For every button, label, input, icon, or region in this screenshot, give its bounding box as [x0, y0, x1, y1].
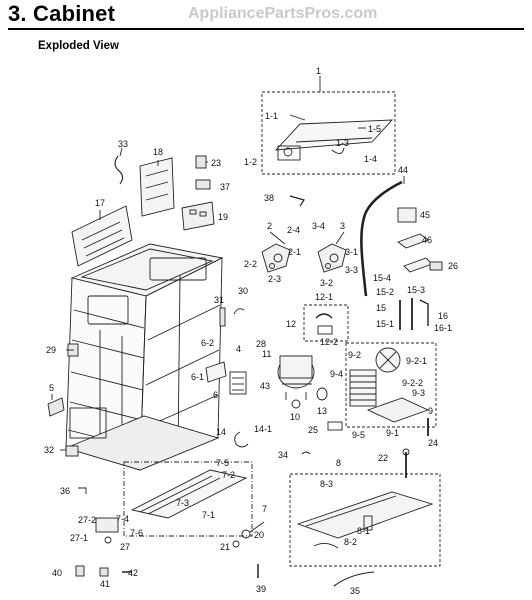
- callout-7-6: 7-6: [130, 528, 143, 538]
- callout-22: 22: [378, 453, 388, 463]
- callout-31: 31: [214, 295, 224, 305]
- callout-5: 5: [49, 383, 54, 393]
- callout-8-1: 8-1: [357, 526, 370, 536]
- callout-17: 17: [95, 198, 105, 208]
- callout-15-4: 15-4: [373, 273, 391, 283]
- watermark: AppliancePartsPros.com: [188, 5, 378, 22]
- callout-21: 21: [220, 542, 230, 552]
- callout-28: 28: [256, 339, 266, 349]
- callout-7-3: 7-3: [176, 498, 189, 508]
- callout-18: 18: [153, 147, 163, 157]
- callout-14: 14: [216, 427, 226, 437]
- callout-3-3: 3-3: [345, 265, 358, 275]
- callout-2: 2: [267, 221, 272, 231]
- callout-14-1: 14-1: [254, 424, 272, 434]
- callout-44: 44: [398, 165, 408, 175]
- callout-37: 37: [220, 182, 230, 192]
- callout-16: 16: [438, 311, 448, 321]
- callout-2-3: 2-3: [268, 274, 281, 284]
- callout-9-3: 9-3: [412, 388, 425, 398]
- callout-6-1: 6-1: [191, 372, 204, 382]
- part-12-group-box: [303, 304, 349, 342]
- part-8-group-box: [289, 473, 441, 567]
- callout-2-4: 2-4: [287, 225, 300, 235]
- callout-23: 23: [211, 158, 221, 168]
- callout-12: 12: [286, 319, 296, 329]
- callout-9-1: 9-1: [386, 428, 399, 438]
- callout-35: 35: [350, 586, 360, 596]
- callout-6-2: 6-2: [201, 338, 214, 348]
- callout-3-4: 3-4: [312, 221, 325, 231]
- callout-46: 46: [422, 235, 432, 245]
- callout-8: 8: [336, 458, 341, 468]
- callout-40: 40: [52, 568, 62, 578]
- callout-8-2: 8-2: [344, 537, 357, 547]
- callout-15-1: 15-1: [376, 319, 394, 329]
- callout-7-4: 7-4: [116, 514, 129, 524]
- callout-9-2-1: 9-2-1: [406, 356, 427, 366]
- callout-36: 36: [60, 486, 70, 496]
- callout-27-2: 27-2: [78, 515, 96, 525]
- callout-2-2: 2-2: [244, 259, 257, 269]
- cabinet-body: [64, 243, 224, 471]
- callout-7-2: 7-2: [222, 470, 235, 480]
- title-rule: [8, 28, 524, 30]
- callout-3-1: 3-1: [345, 247, 358, 257]
- callout-9: 9: [428, 406, 433, 416]
- callout-2-1: 2-1: [288, 247, 301, 257]
- callout-38: 38: [264, 193, 274, 203]
- view-title: Exploded View: [38, 40, 119, 52]
- callout-32: 32: [44, 445, 54, 455]
- callout-1-5: 1-5: [368, 124, 381, 134]
- part-9-group-box: [345, 342, 437, 428]
- callout-15: 15: [376, 303, 386, 313]
- callout-7-5: 7-5: [216, 458, 229, 468]
- callout-9-2: 9-2: [348, 350, 361, 360]
- callout-26: 26: [448, 261, 458, 271]
- callout-1: 1: [316, 66, 321, 76]
- callout-27-1: 27-1: [70, 533, 88, 543]
- callout-3-2: 3-2: [320, 278, 333, 288]
- callout-12-1: 12-1: [315, 292, 333, 302]
- callout-1-1: 1-1: [265, 111, 278, 121]
- callout-4: 4: [236, 344, 241, 354]
- callout-7-1: 7-1: [202, 510, 215, 520]
- callout-16-1: 16-1: [434, 323, 452, 333]
- callout-29: 29: [46, 345, 56, 355]
- callout-8-3: 8-3: [320, 479, 333, 489]
- callout-1-4: 1-4: [364, 154, 377, 164]
- callout-10: 10: [290, 412, 300, 422]
- callout-34: 34: [278, 450, 288, 460]
- callout-19: 19: [218, 212, 228, 222]
- callout-42: 42: [128, 568, 138, 578]
- part-1-group-box: [261, 91, 396, 175]
- callout-13: 13: [317, 406, 327, 416]
- callout-9-4: 9-4: [330, 369, 343, 379]
- callout-6: 6: [213, 390, 218, 400]
- part-7-group-box: [123, 461, 253, 537]
- callout-30: 30: [238, 286, 248, 296]
- callout-3: 3: [340, 221, 345, 231]
- callout-1-3: 1-3: [336, 138, 349, 148]
- callout-7: 7: [262, 504, 267, 514]
- section-title: 3. Cabinet: [8, 1, 116, 26]
- callout-41: 41: [100, 579, 110, 589]
- callout-45: 45: [420, 210, 430, 220]
- callout-11: 11: [262, 349, 271, 359]
- callout-20: 20: [254, 530, 264, 540]
- callout-1-2: 1-2: [244, 157, 257, 167]
- callout-43: 43: [260, 381, 270, 391]
- callout-9-5: 9-5: [352, 430, 365, 440]
- callout-27: 27: [120, 542, 130, 552]
- callout-33: 33: [118, 139, 128, 149]
- callout-39: 39: [256, 584, 266, 594]
- callout-24: 24: [428, 438, 438, 448]
- callout-15-3: 15-3: [407, 285, 425, 295]
- callout-12-2: 12-2: [320, 337, 338, 347]
- callout-15-2: 15-2: [376, 287, 394, 297]
- callout-25: 25: [308, 425, 318, 435]
- callout-9-2-2: 9-2-2: [402, 378, 423, 388]
